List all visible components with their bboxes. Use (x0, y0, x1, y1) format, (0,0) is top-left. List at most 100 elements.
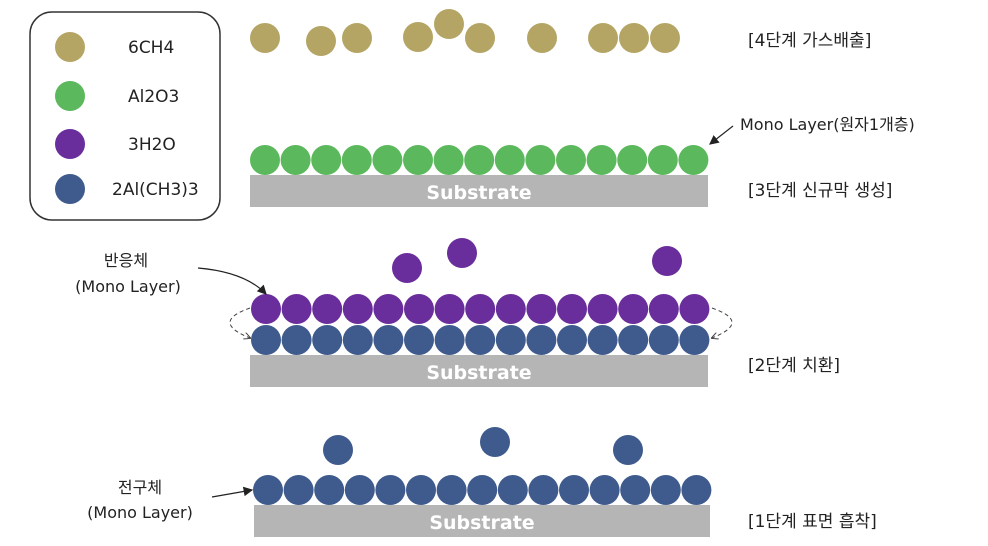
ch4-molecule (588, 23, 618, 53)
legend-swatch-precursor (55, 174, 85, 204)
ch4-molecule (465, 23, 495, 53)
legend-label-precursor: 2Al(CH3)3 (112, 180, 199, 200)
h2o-molecule (618, 294, 649, 324)
reactant-label: 반응체 (104, 251, 148, 270)
precursor-molecule (434, 325, 465, 355)
precursor-molecule (467, 475, 498, 505)
mono-layer-atom-label: Mono Layer(원자1개층) (740, 115, 915, 134)
swap-arrow-right (712, 307, 733, 338)
floating-h2o-molecule (392, 253, 422, 283)
legend-label-ch4: 6CH4 (128, 38, 174, 58)
legend-label-h2o: 3H2O (128, 135, 176, 155)
swap-arrow-left (229, 307, 250, 338)
stage4-gas-molecules (250, 9, 680, 56)
precursor-molecule (375, 475, 406, 505)
stage2-substrate-label: Substrate (426, 362, 531, 384)
precursor-molecule (344, 475, 375, 505)
stage2-floating-h2o (392, 238, 682, 283)
reactant-sub-label: (Mono Layer) (75, 277, 181, 296)
al2o3-molecule (341, 145, 372, 175)
h2o-molecule (557, 294, 587, 324)
stage3-substrate-label: Substrate (426, 182, 531, 204)
stage1-precursor-layer (253, 475, 712, 505)
ch4-molecule (342, 23, 372, 53)
precursor-molecule (587, 325, 618, 355)
h2o-molecule (434, 294, 465, 324)
precursor-molecule (497, 475, 528, 505)
precursor-molecule (314, 475, 345, 505)
legend-swatch-al2o3 (55, 81, 85, 111)
precursor-molecule (557, 325, 587, 355)
h2o-molecule (679, 294, 710, 324)
precursor-molecule (436, 475, 467, 505)
precursor-sub-label: (Mono Layer) (87, 503, 193, 522)
stage1-floating-precursor (323, 427, 643, 465)
legend-swatch-ch4 (55, 32, 85, 62)
al2o3-molecule (464, 145, 495, 175)
precursor-molecule (559, 475, 589, 505)
al2o3-molecule (678, 145, 709, 175)
precursor-molecule (404, 325, 434, 355)
al2o3-molecule (280, 145, 311, 175)
al2o3-molecule (311, 145, 342, 175)
precursor-molecule (620, 475, 651, 505)
precursor-molecule (373, 325, 404, 355)
al2o3-molecule (494, 145, 525, 175)
floating-h2o-molecule (447, 238, 477, 268)
h2o-molecule (495, 294, 526, 324)
stage3-layer (250, 145, 709, 175)
al2o3-molecule (403, 145, 433, 175)
precursor-molecule (281, 325, 312, 355)
ch4-molecule (403, 22, 433, 52)
floating-precursor-molecule (323, 435, 353, 465)
h2o-molecule (648, 294, 679, 324)
legend-label-al2o3: Al2O3 (128, 87, 179, 107)
precursor-molecule (528, 475, 559, 505)
al2o3-molecule (433, 145, 464, 175)
precursor-molecule (650, 475, 681, 505)
precursor-molecule (253, 475, 283, 505)
al2o3-molecule (372, 145, 403, 175)
precursor-molecule (681, 475, 712, 505)
al2o3-molecule (617, 145, 648, 175)
ch4-molecule (527, 23, 557, 53)
precursor-molecule (618, 325, 649, 355)
h2o-molecule (465, 294, 496, 324)
precursor-molecule (251, 325, 281, 355)
stage2-label: [2단계 치환] (748, 356, 840, 376)
precursor-molecule (312, 325, 343, 355)
ch4-molecule (434, 9, 464, 39)
ch4-molecule (650, 23, 680, 53)
h2o-molecule (342, 294, 373, 324)
floating-precursor-molecule (480, 427, 510, 457)
stage1-substrate-label: Substrate (429, 512, 534, 534)
precursor-molecule (589, 475, 620, 505)
stage4-label: [4단계 가스배출] (748, 31, 871, 51)
legend: 6CH4 Al2O3 3H2O 2Al(CH3)3 (29, 11, 221, 221)
al2o3-molecule (525, 145, 556, 175)
legend-box (29, 11, 221, 221)
ch4-molecule (619, 23, 649, 53)
h2o-molecule (526, 294, 557, 324)
precursor-molecule (679, 325, 710, 355)
floating-precursor-molecule (613, 435, 643, 465)
mono-layer-atom-arrow (709, 125, 734, 145)
h2o-molecule (373, 294, 404, 324)
h2o-molecule (281, 294, 312, 324)
precursor-arrow (211, 486, 254, 498)
stage3-label: [3단계 신규막 생성] (748, 181, 892, 201)
legend-swatch-h2o (55, 129, 85, 159)
al2o3-molecule (586, 145, 617, 175)
precursor-molecule (526, 325, 557, 355)
precursor-molecule (495, 325, 526, 355)
precursor-molecule (648, 325, 679, 355)
floating-h2o-molecule (652, 246, 682, 276)
al2o3-molecule (647, 145, 678, 175)
stage1-substrate (254, 505, 710, 537)
precursor-molecule (406, 475, 436, 505)
h2o-molecule (587, 294, 618, 324)
precursor-molecule (283, 475, 314, 505)
reactant-arrow (197, 267, 267, 295)
h2o-molecule (404, 294, 434, 324)
